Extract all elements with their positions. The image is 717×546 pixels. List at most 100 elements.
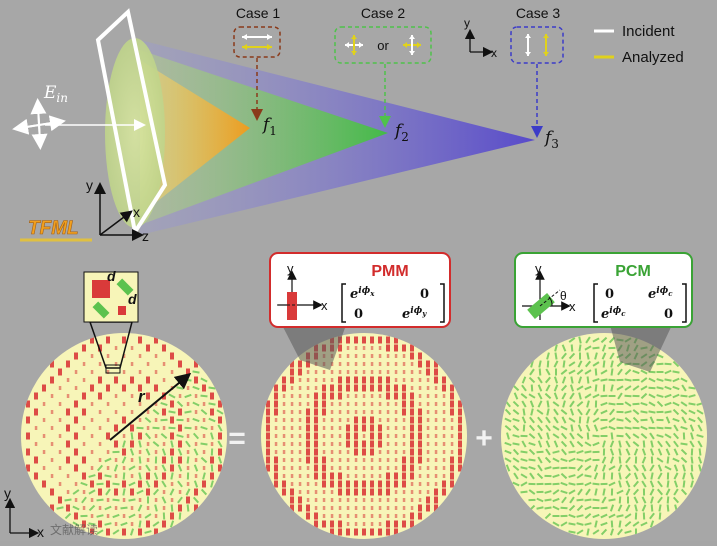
pmm-nanopillar-cell (202, 384, 206, 392)
pmm-nanopillar-cell (290, 386, 294, 390)
pmm-nanopillar-cell (122, 448, 126, 456)
pcm-nanopillar-cell (536, 424, 544, 432)
pmm-nanopillar-cell (434, 376, 438, 384)
pmm-nanopillar-cell (450, 450, 454, 454)
pcm-nanopillar-cell (568, 361, 576, 367)
pmm-nanopillar-cell (274, 456, 278, 464)
pmm-nanopillar-cell (114, 522, 118, 526)
pcm-nanopillar-cell (682, 480, 686, 488)
pmm-nanopillar-cell (362, 424, 366, 432)
pcm-nanopillar-cell (200, 408, 208, 416)
pcm-nanopillar-cell (184, 393, 192, 399)
pmm-nanopillar-cell (338, 466, 342, 470)
pmm-nanopillar-cell (458, 424, 462, 432)
pmm-nanopillar-cell (346, 354, 350, 358)
pcm-nanopillar-cell (544, 506, 552, 510)
pcm-nanopillar-cell (592, 361, 600, 367)
pcm-nanopillar-cell (130, 432, 134, 440)
pcm-nanopillar-cell (528, 376, 536, 384)
pmm-nanopillar-cell (314, 448, 318, 456)
pcm-nanopillar-cell (530, 384, 534, 392)
pmm-nanopillar-cell (402, 506, 406, 510)
pcm-nanopillar-cell (560, 457, 568, 463)
pmm-nanopillar-cell (410, 472, 414, 480)
pcm-nanopillar-cell (681, 416, 687, 424)
pmm-nanopillar-cell (202, 402, 206, 406)
pcm-nanopillar-cell (690, 456, 694, 464)
pcm-nanopillar-cell (601, 496, 607, 504)
pcm-nanopillar-cell (64, 498, 72, 502)
pmm-nanopillar-cell (418, 448, 422, 456)
pcm-nanopillar-cell (128, 481, 136, 487)
pmm-nanopillar-cell (66, 490, 70, 494)
pcm-nanopillar-cell (592, 441, 600, 447)
pcm-nanopillar-cell (568, 352, 576, 360)
pcm-nanopillar-cell (600, 435, 608, 437)
pcm-nanopillar-cell (640, 385, 648, 391)
pcm-nanopillar-cell (617, 464, 623, 472)
pcm-nanopillar-cell (562, 400, 566, 408)
pmm-nanopillar-cell (418, 370, 422, 374)
pmm-nanopillar-cell (362, 416, 366, 424)
pcm-nanopillar-cell (104, 505, 112, 511)
pcm-nanopillar-cell (170, 504, 174, 512)
pcm-nanopillar-cell (594, 400, 598, 408)
pmm-nanopillar-cell (298, 418, 302, 422)
pmm-nanopillar-cell (450, 456, 454, 464)
pmm-nanopillar-cell (266, 424, 270, 432)
pcm-nanopillar-cell (696, 434, 704, 438)
pmm-nanopillar-cell (170, 448, 174, 456)
pcm-nanopillar-cell (184, 410, 192, 414)
case1-box (233, 26, 281, 58)
pmm-nanopillar-cell (402, 344, 406, 352)
pmm-nanopillar-cell (114, 488, 118, 496)
pmm-nanopillar-cell (378, 498, 382, 502)
pmm-nanopillar-cell (402, 378, 406, 382)
pcm-nanopillar-cell (601, 344, 607, 352)
pcm-nanopillar-cell (520, 393, 528, 399)
pcm-nanopillar-cell (552, 450, 560, 454)
pcm-nanopillar-cell (568, 513, 576, 519)
pmm-nanopillar-cell (370, 514, 374, 518)
pcm-nanopillar-cell (122, 472, 126, 480)
pmm-nanopillar-cell (306, 402, 310, 406)
case-axis-y: y (464, 16, 470, 30)
pmm-nanopillar-cell (410, 482, 414, 486)
pmm-nanopillar-cell (130, 376, 134, 384)
pmm-nanopillar-cell (426, 450, 430, 454)
pmm-nanopillar-cell (274, 418, 278, 422)
pmm-nanopillar-cell (306, 394, 310, 398)
pmm-nanopillar-cell (378, 362, 382, 366)
pcm-nanopillar-cell (88, 474, 96, 478)
pmm-nanopillar-cell (410, 464, 414, 472)
pcm-nanopillar-cell (193, 448, 199, 456)
pmm-nanopillar-cell (434, 488, 438, 496)
pcm-nanopillar-cell (576, 482, 584, 486)
pmm-nanopillar-cell (290, 466, 294, 470)
pmm-nanopillar-cell (394, 514, 398, 518)
pcm-nanopillar-cell (592, 337, 600, 343)
pcm-nanopillar-cell (600, 369, 608, 375)
pcm-nanopillar-cell (640, 392, 648, 400)
pmm-nanopillar-cell (282, 480, 286, 488)
pcm-nanopillar-cell (665, 440, 671, 448)
pmm-nanopillar-cell (410, 352, 414, 360)
pcm-nanopillar-cell (129, 448, 135, 456)
pmm-nanopillar-cell (434, 466, 438, 470)
pcm-axis-x: x (569, 299, 576, 314)
pmm-nanopillar-cell (354, 424, 358, 432)
pcm-nanopillar-cell (585, 336, 591, 344)
pmm-nanopillar-cell (394, 384, 398, 392)
pcm-nanopillar-cell (608, 425, 616, 431)
pmm-nanopillar-cell (370, 336, 374, 344)
pcm-nanopillar-cell (577, 408, 583, 416)
plus-sign: + (475, 422, 493, 455)
pmm-nanopillar-cell (98, 488, 102, 496)
pcm-nanopillar-cell (88, 504, 96, 512)
pmm-nanopillar-cell (426, 474, 430, 478)
pcm-nanopillar-cell (528, 489, 536, 495)
pmm-nanopillar-cell (106, 354, 110, 358)
pcm-nanopillar-cell (592, 513, 600, 519)
pmm-nanopillar-cell (306, 504, 310, 512)
